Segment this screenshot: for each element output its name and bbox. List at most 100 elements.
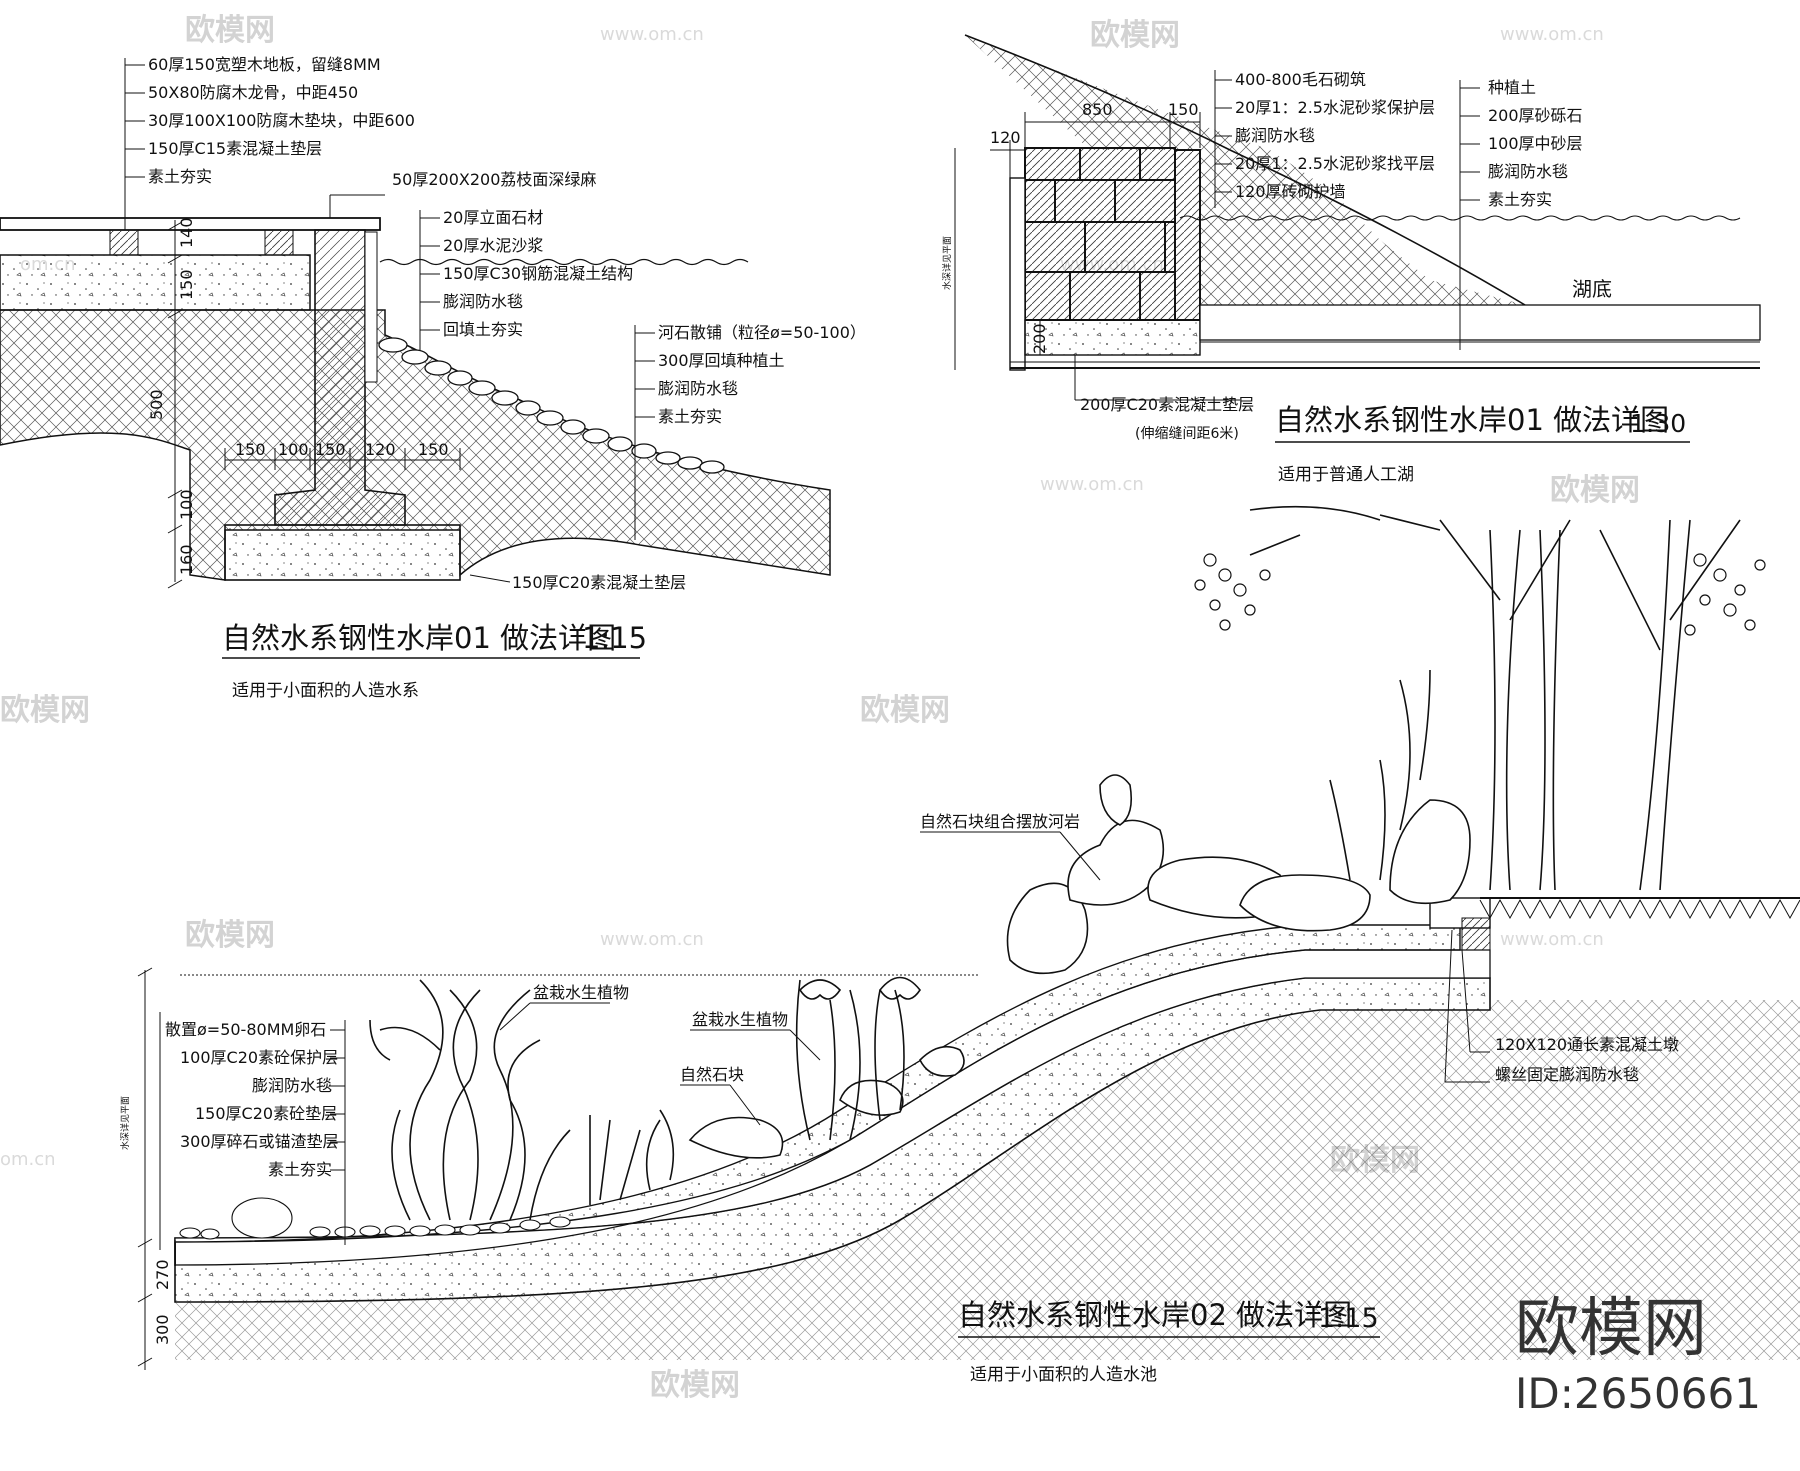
detail-1: 140 150 500 100 160 150 100 150 120 150 … [0,55,866,701]
layer-label: 300厚碎石或锚渣垫层 [180,1132,339,1151]
subgrade-soil [175,1000,1800,1360]
right-note: 120X120通长素混凝土墩 [1495,1035,1679,1054]
sleeper [109,229,139,256]
dim-140: 140 [177,217,196,248]
layer-label: 150厚C20素砼垫层 [195,1104,337,1123]
c20-bed [174,949,1491,1266]
brand-name: 欧模网 [1515,1292,1707,1366]
water-line [379,258,749,266]
rock-note: 自然石块组合摆放河岩 [920,812,1080,831]
layer-label: 种植土 [1488,78,1536,97]
foliage [1194,553,1766,636]
watermark-url: www.om.cn [1500,929,1604,950]
lake-bottom-label: 湖底 [1572,277,1612,301]
deck-board [0,217,381,231]
stone-cladding [364,231,378,383]
slope-layer-label: 300厚回填种植土 [658,351,785,370]
watermark-text: 欧模网 [650,1368,740,1403]
detail-3: 270 300 水深详见平面 散置ø=50-80MM卵石 100厚C20素砼保护… [119,505,1800,1385]
base-note: 200厚C20素混凝土垫层 [1080,395,1254,414]
layer-label: 膨润防水毯 [252,1076,332,1095]
watermark-url: www.om.cn [600,24,704,45]
slope-layer-label: 素土夯实 [658,407,722,426]
detail-scale: 1:30 [1630,409,1686,438]
brick-wall [1009,177,1026,371]
right-note: 螺丝固定膨润防水毯 [1495,1065,1639,1084]
dim-150: 150 [235,440,266,459]
dim-100: 100 [177,489,196,520]
base-note-2: (伸缩缝间距6米) [1135,426,1239,442]
watermark-text: 欧模网 [185,918,275,953]
detail-subtitle: 适用于小面积的人造水池 [970,1365,1157,1385]
detail-subtitle: 适用于小面积的人造水系 [232,681,419,701]
dim-150: 150 [1168,100,1199,119]
wall-layer-label: 150厚C30钢筋混凝土结构 [443,264,633,283]
c20-base [1024,319,1201,356]
plant-note: 盆栽水生植物 [533,983,629,1002]
watermark-text: 欧模网 [1090,18,1180,53]
watermark-text: 欧模网 [185,13,275,48]
river-cobbles [378,337,725,474]
lake-bed-layer [1199,304,1761,341]
wall-layer-label: 膨润防水毯 [443,292,523,311]
layer-label: 200厚砂砾石 [1488,106,1583,125]
detail-subtitle: 适用于普通人工湖 [1278,465,1414,485]
layer-label: 50X80防腐木龙骨，中距450 [148,83,358,102]
watermark-url: www.om.cn [1500,24,1604,45]
slope-layer-label: 膨润防水毯 [658,379,738,398]
plant-note: 盆栽水生植物 [692,1010,788,1029]
sleeper [264,229,294,256]
watermark-url: www.om.cn [600,929,704,950]
layer-label: 素土夯实 [1488,190,1552,209]
layer-label: 膨润防水毯 [1488,162,1568,181]
wall-layer-label: 20厚水泥沙浆 [443,236,543,255]
dim-850: 850 [1082,100,1113,119]
detail-title: 自然水系钢性水岸01 做法详图 [222,621,616,655]
concrete-footing [224,524,461,581]
dim-100: 100 [278,440,309,459]
watermark-text: 欧模网 [0,693,90,728]
brand-block: 欧模网 ID:2650661 [1515,1292,1761,1418]
layer-label: 100厚C20素砼保护层 [180,1048,338,1067]
wall-layer-label: 回填土夯实 [443,320,523,339]
wall-layer-label: 20厚立面石材 [443,208,543,227]
layer-label: 20厚1：2.5水泥砂浆找平层 [1235,154,1435,173]
watermark-text: 欧模网 [1550,473,1640,508]
base-note: 150厚C20素混凝土垫层 [512,573,686,592]
concrete-base [0,254,311,311]
layer-label: 素土夯实 [268,1160,332,1179]
side-note: 水深详见平面 [119,1096,131,1150]
dim-300: 300 [153,1314,172,1345]
trees [1249,505,1741,891]
layer-label: 100厚中砂层 [1488,134,1583,153]
brand-id: ID:2650661 [1515,1369,1761,1418]
layer-label: 膨润防水毯 [1235,126,1315,145]
dim-150: 150 [315,440,346,459]
dim-120: 120 [365,440,396,459]
stone-note: 自然石块 [680,1065,744,1084]
detail-scale: 1:15 [1318,1303,1379,1334]
dim-500: 500 [147,389,166,420]
dim-120: 120 [990,128,1021,147]
layer-label: 30厚100X100防腐木垫块，中距600 [148,111,415,130]
layer-label: 20厚1：2.5水泥砂浆保护层 [1235,98,1435,117]
watermark-url: www.om.cn [1040,474,1144,495]
layer-label: 400-800毛石砌筑 [1235,70,1366,89]
watermark-text: 欧模网 [860,693,950,728]
potted-aquatic-plants [369,976,921,1221]
layer-label: 素土夯实 [148,167,212,186]
layer-label: 散置ø=50-80MM卵石 [165,1020,326,1039]
pebbles [179,1197,571,1240]
dim-270: 270 [153,1259,172,1290]
dim-160: 160 [177,544,196,575]
natural-rocks [688,774,1471,1159]
dim-150: 150 [177,269,196,300]
slope-layer-label: 河石散铺（粒径ø=50-100） [658,323,866,342]
layer-label: 150厚C15素混凝土垫层 [148,139,322,158]
detail-2: 850 150 120 200 水深详见平面 400-800毛石砌筑 20厚1：… [941,34,1761,485]
rubble-masonry [1024,147,1201,321]
concrete-block-120 [1461,917,1491,951]
detail-title: 自然水系钢性水岸02 做法详图 [958,1298,1352,1332]
soil-slope [965,35,1760,310]
